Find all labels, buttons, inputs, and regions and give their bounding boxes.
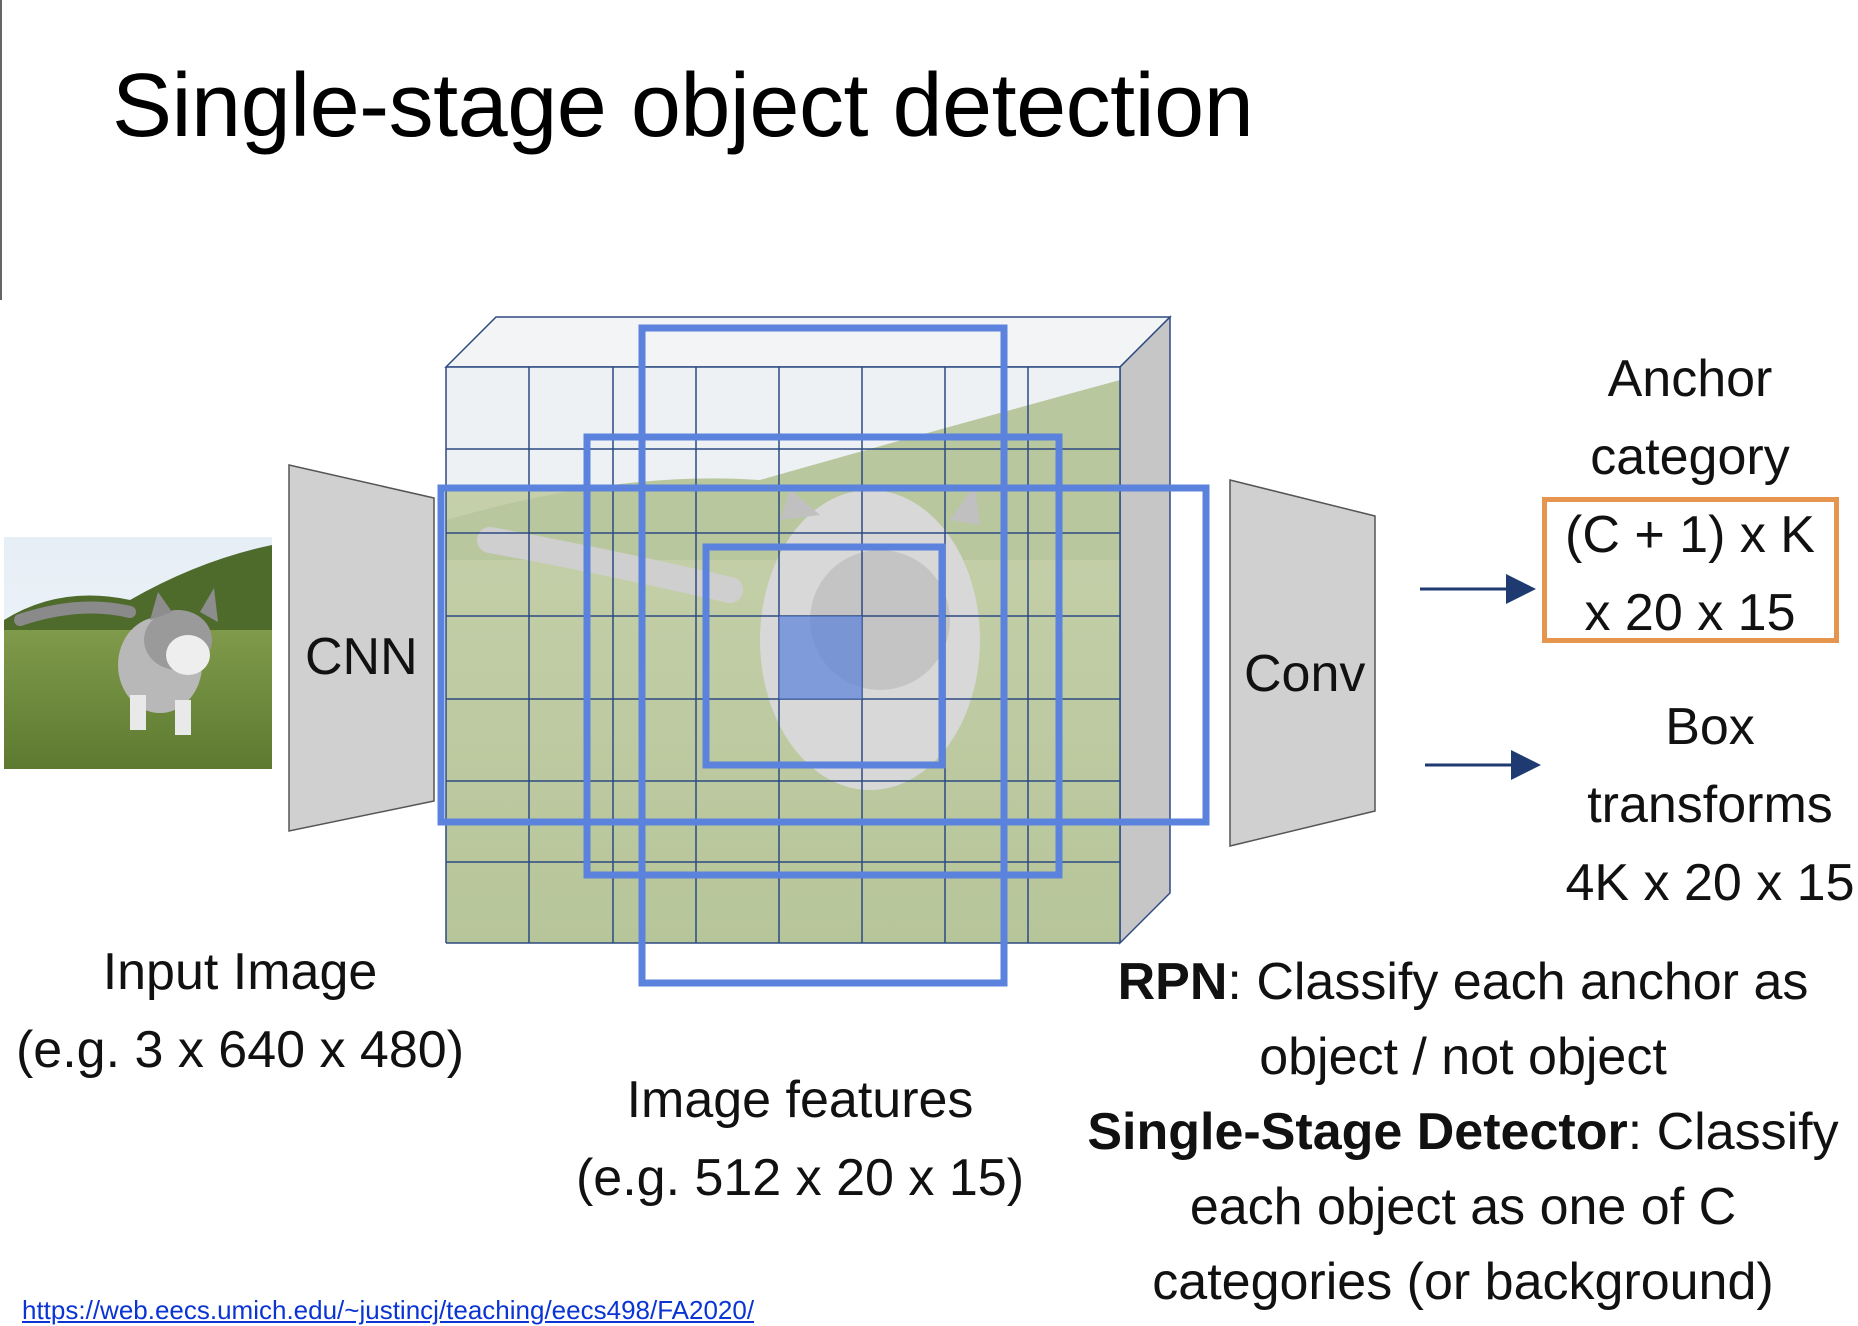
input-line2: (e.g. 3 x 640 x 480) [15, 1021, 465, 1079]
description-text: RPN: Classify each anchor as object / no… [1068, 945, 1858, 1320]
box-transforms-label: Box transforms 4K x 20 x 15 [1545, 688, 1858, 922]
box-line2: transforms [1587, 776, 1833, 834]
cnn-block [288, 464, 435, 832]
features-line2: (e.g. 512 x 20 x 15) [575, 1149, 1025, 1207]
anchor-boxes [437, 324, 1210, 987]
ssd-line2: each object as one of C [1189, 1178, 1737, 1236]
ssd-rest: : Classify [1627, 1103, 1839, 1161]
anchor-line4: x 20 x 15 [1584, 584, 1796, 642]
input-line1: Input Image [102, 943, 378, 1001]
anchor-line3: (C + 1) x K [1565, 506, 1815, 564]
features-line1: Image features [626, 1071, 974, 1129]
anchor-center-cell [779, 616, 862, 699]
rpn-line1: RPN: Classify each anchor as [1068, 945, 1858, 1020]
rpn-term: RPN [1117, 953, 1228, 1011]
ssd-line1: Single-Stage Detector: Classify [1068, 1095, 1858, 1170]
input-image-caption: Input Image (e.g. 3 x 640 x 480) [0, 933, 480, 1089]
ssd-term: Single-Stage Detector [1087, 1103, 1628, 1161]
conv-block [1229, 479, 1376, 847]
image-features-caption: Image features (e.g. 512 x 20 x 15) [540, 1061, 1060, 1217]
box-line1: Box [1665, 698, 1755, 756]
anchor-category-box [1542, 497, 1839, 643]
rpn-line2: object / not object [1259, 1028, 1667, 1086]
box-line3: 4K x 20 x 15 [1565, 854, 1855, 912]
conv-label: Conv [1244, 645, 1366, 703]
slide-title: Single-stage object detection [112, 56, 1254, 156]
source-link[interactable]: https://web.eecs.umich.edu/~justincj/tea… [22, 1295, 755, 1325]
anchor-line2: category [1590, 428, 1790, 486]
cnn-label: CNN [305, 628, 418, 686]
ssd-line3: categories (or background) [1152, 1253, 1774, 1311]
rpn-rest: : Classify each anchor as [1227, 953, 1809, 1011]
anchor-category-label: Anchor category (C + 1) x K x 20 x 15 [1540, 340, 1840, 652]
kitten-photo [4, 537, 272, 769]
feature-volume [444, 315, 1172, 945]
anchor-line1: Anchor [1607, 350, 1773, 408]
